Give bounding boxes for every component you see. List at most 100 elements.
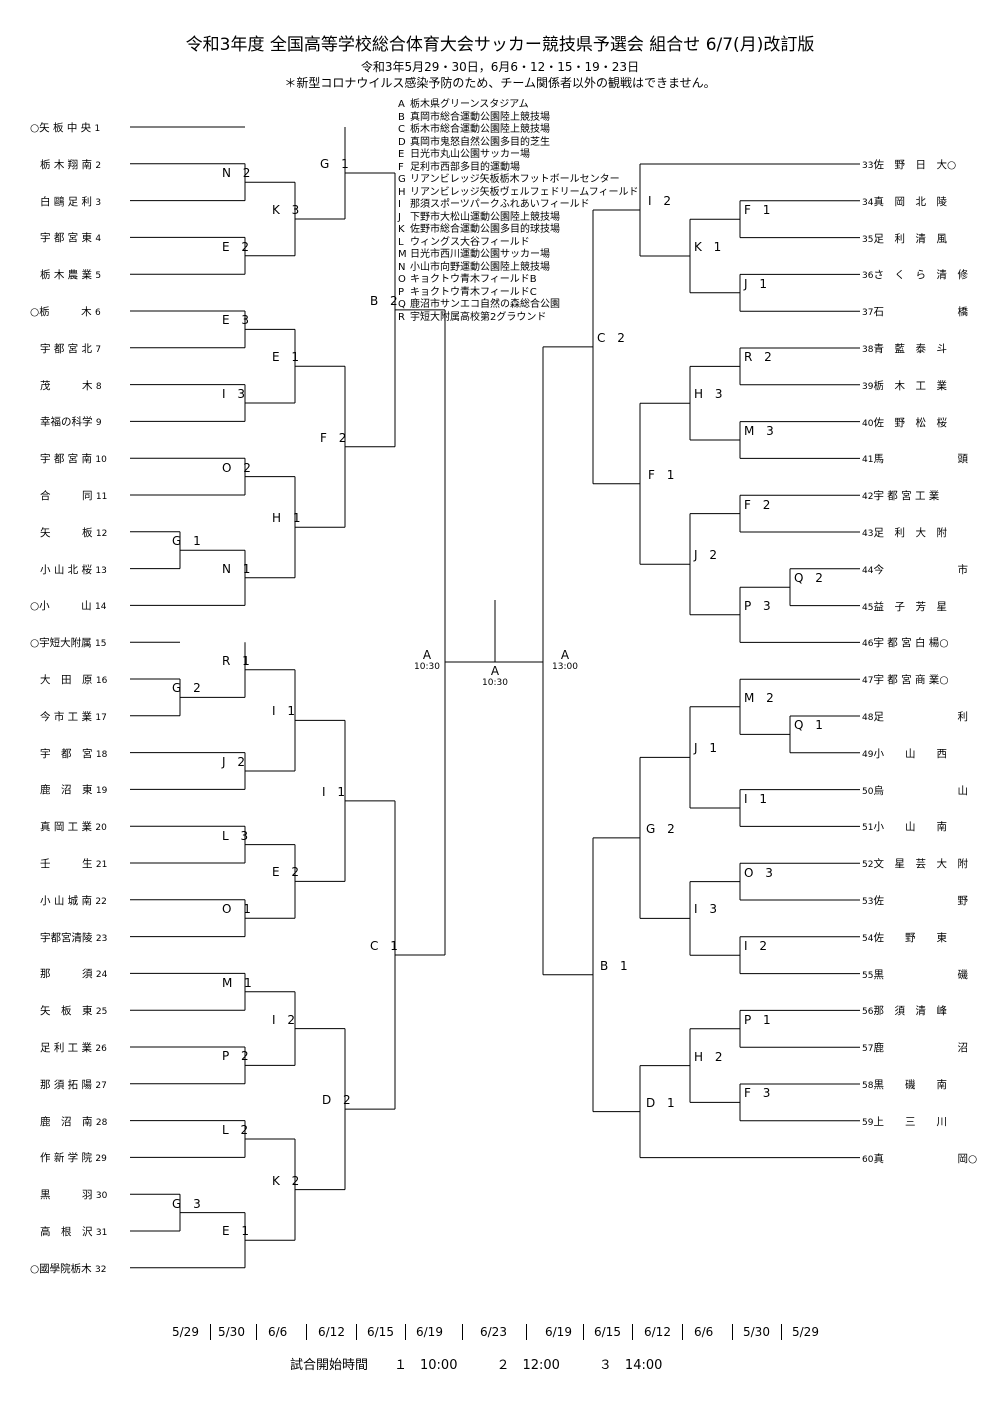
schedule-dates: 令和3年5月29・30日，6月6・12・15・19・23日 — [360, 60, 640, 74]
right-team: 58黒 磯 南 — [862, 1077, 947, 1092]
left-team: 合 同 11 — [30, 488, 107, 503]
match-label: E 2 — [222, 239, 254, 254]
team-name: 鹿 沼 南 — [40, 1115, 93, 1128]
round-date: 6/19 — [545, 1325, 572, 1339]
team-number: 40 — [862, 418, 874, 429]
left-team: ○小 山 14 — [30, 598, 106, 613]
seed-mark: ○ — [30, 122, 40, 134]
right-team: 53佐 野 — [862, 893, 968, 908]
team-number: 24 — [95, 970, 108, 981]
team-name: 宇 都 宮 — [40, 747, 93, 760]
right-team: 33佐 野 日 大○ — [862, 157, 956, 172]
right-team: 60真 岡○ — [862, 1151, 977, 1166]
team-number: 51 — [862, 823, 874, 834]
team-number: 49 — [862, 749, 874, 760]
match-label: F 1 — [744, 203, 775, 218]
team-name: 作 新 学 院 — [40, 1152, 93, 1165]
left-team: 宇 都 宮 北 7 — [30, 341, 101, 356]
match-label: I 2 — [648, 194, 675, 208]
left-team: 宇 都 宮 18 — [30, 746, 107, 761]
venue-name: キョクトウ青木フィールドC — [410, 286, 537, 298]
right-team: 48足 利 — [862, 709, 968, 724]
team-number: 50 — [862, 786, 874, 797]
round-date: 6/23 — [480, 1325, 507, 1339]
venue-code: D — [398, 136, 406, 148]
match-label: G 1 — [172, 534, 205, 549]
team-name: 小 山 城 南 — [40, 894, 93, 907]
team-number: 2 — [95, 160, 102, 171]
match-label: M 3 — [744, 424, 778, 438]
match-label: F 2 — [744, 497, 775, 512]
team-number: 22 — [95, 896, 107, 907]
seed-mark: ○ — [30, 637, 40, 650]
right-team: 38青 藍 泰 斗 — [862, 341, 947, 356]
round-date: 5/29 — [792, 1325, 819, 1339]
team-name: 宇 都 宮 南 — [40, 453, 93, 466]
venue-code: I — [398, 199, 401, 210]
team-name: 栃 木 翔 南 — [40, 158, 93, 171]
team-number: 26 — [95, 1044, 107, 1054]
match-label: G 3 — [172, 1196, 205, 1211]
venue-name: ウィングス大谷フィールド — [410, 236, 530, 248]
team-number: 48 — [862, 713, 874, 723]
seed-mark: ○ — [939, 637, 949, 650]
team-number: 21 — [95, 860, 108, 870]
match-label: O 1 — [222, 902, 255, 917]
match-label: J 1 — [744, 276, 771, 291]
team-number: 8 — [95, 381, 102, 392]
match-label: J 2 — [694, 548, 721, 563]
match-label: L 2 — [222, 1123, 253, 1137]
team-name: 宇 都 宮 商 業 — [873, 674, 940, 687]
match-label: R 1 — [222, 653, 254, 668]
team-number: 4 — [95, 234, 102, 245]
match-label: E 3 — [222, 313, 254, 328]
right-team: 47宇 都 宮 商 業○ — [862, 672, 948, 687]
team-name: 今 市 — [873, 563, 968, 576]
match-label: P 3 — [744, 598, 775, 613]
date-separator — [583, 1324, 584, 1340]
venue-code: N — [398, 261, 406, 273]
right-team: 56那 須 清 峰 — [862, 1003, 947, 1018]
match-label: I 2 — [744, 939, 771, 954]
right-team: 57鹿 沼 — [862, 1040, 968, 1055]
left-team: ○宇短大附属 15 — [30, 635, 106, 650]
team-name: 合 同 — [40, 490, 93, 502]
match-label: M 2 — [744, 690, 778, 705]
right-team: 41馬 頭 — [862, 451, 968, 466]
right-team: 54佐 野 東 — [862, 930, 947, 945]
team-name: 矢 板 東 — [40, 1005, 93, 1018]
match-label: N 1 — [222, 561, 255, 576]
team-name: 小 山 南 — [873, 821, 947, 834]
team-name: 黒 磯 — [873, 968, 968, 981]
venue-code: J — [398, 211, 401, 223]
team-name: 宇都宮清陵 — [40, 931, 93, 944]
seed-mark: ○ — [30, 600, 40, 613]
team-number: 12 — [95, 528, 108, 539]
match-label: H 2 — [694, 1049, 727, 1064]
team-name: 矢 板 中 央 — [39, 122, 92, 134]
team-name: 真 岡 工 業 — [40, 821, 93, 834]
left-team: 足 利 工 業 26 — [30, 1040, 107, 1055]
team-number: 5 — [95, 271, 102, 282]
team-number: 54 — [862, 933, 874, 944]
match-label: F 1 — [648, 467, 679, 482]
date-separator — [210, 1324, 211, 1340]
date-separator — [526, 1324, 527, 1340]
match-label: P 1 — [744, 1012, 775, 1027]
left-team: 宇都宮清陵 23 — [30, 930, 107, 945]
match-label: G 2 — [646, 821, 679, 836]
left-team: ○栃 木 6 — [30, 304, 101, 319]
team-number: 46 — [862, 639, 874, 650]
team-name: 幸福の科学 — [40, 416, 93, 429]
right-team: 36さ く ら 清 修 — [862, 267, 968, 282]
match-label: O 2 — [222, 460, 255, 475]
team-name: 矢 板 — [40, 526, 93, 539]
team-name: 足 利 大 附 — [873, 527, 947, 539]
